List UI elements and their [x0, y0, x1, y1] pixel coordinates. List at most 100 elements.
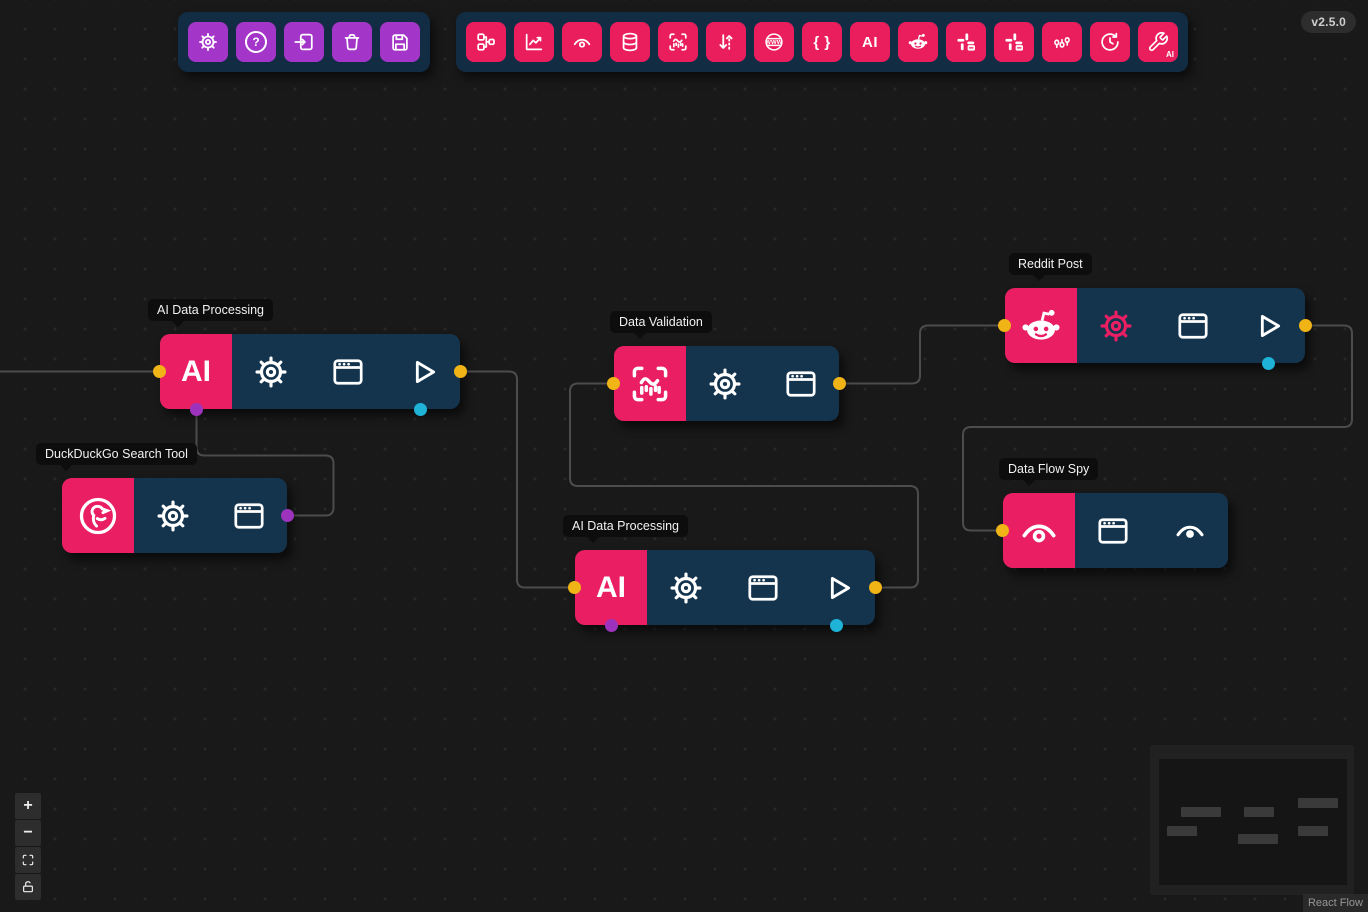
add-toggles-node-button[interactable] — [1042, 22, 1082, 62]
output-handle[interactable] — [1299, 319, 1312, 332]
add-ai-node-button[interactable]: AI — [850, 22, 890, 62]
add-validation-node-button[interactable] — [658, 22, 698, 62]
line-chart-icon — [523, 31, 545, 53]
help-button[interactable]: ? — [236, 22, 276, 62]
import-button[interactable] — [284, 22, 324, 62]
node-body — [134, 478, 287, 553]
node-body — [1077, 288, 1305, 363]
node-label: AI Data Processing — [148, 299, 273, 327]
window-icon[interactable] — [1175, 308, 1211, 344]
node-palette-toolbar: www { } AI AI — [456, 12, 1188, 72]
fit-view-icon — [21, 853, 35, 867]
gear-icon[interactable] — [706, 365, 744, 403]
play-icon[interactable] — [406, 355, 440, 389]
lock-button[interactable] — [15, 874, 41, 900]
input-handle[interactable] — [568, 581, 581, 594]
add-ai-tools-node-button[interactable]: AI — [1138, 22, 1178, 62]
node-reddit-post[interactable]: Reddit Post — [998, 253, 1312, 370]
slack-post-icon — [1003, 31, 1025, 53]
play-icon[interactable] — [1251, 309, 1285, 343]
tool-handle[interactable] — [605, 619, 618, 632]
output-handle[interactable] — [833, 377, 846, 390]
settings-button[interactable] — [188, 22, 228, 62]
node-head — [1003, 493, 1075, 568]
tool-handle[interactable] — [190, 403, 203, 416]
node-head: AI — [160, 334, 232, 409]
output-handle[interactable] — [869, 581, 882, 594]
minimap-node — [1181, 807, 1221, 817]
spy-handle[interactable] — [414, 403, 427, 416]
window-icon[interactable] — [745, 570, 781, 606]
node-label: Data Validation — [610, 311, 712, 339]
input-handle[interactable] — [998, 319, 1011, 332]
reddit-icon — [1019, 304, 1063, 348]
add-chart-node-button[interactable] — [514, 22, 554, 62]
fit-view-button[interactable] — [15, 847, 41, 873]
duckduckgo-icon — [76, 494, 120, 538]
zoom-in-button[interactable]: + — [15, 793, 41, 819]
eye-dot-icon[interactable] — [1172, 513, 1208, 549]
app-toolbar: ? — [178, 12, 430, 72]
save-export-button[interactable] — [380, 22, 420, 62]
node-data-flow-spy[interactable]: Data Flow Spy — [996, 458, 1228, 568]
node-head — [62, 478, 134, 553]
node-data-validation[interactable]: Data Validation — [607, 311, 846, 421]
edge-ai1-to-ai2[interactable] — [460, 370, 574, 589]
input-handle[interactable] — [607, 377, 620, 390]
play-icon[interactable] — [821, 571, 855, 605]
zoom-out-button[interactable]: − — [15, 820, 41, 846]
gear-icon[interactable] — [154, 497, 192, 535]
database-icon — [619, 31, 641, 53]
add-schedule-node-button[interactable] — [1090, 22, 1130, 62]
canvas-controls: + − — [15, 793, 41, 900]
input-handle[interactable] — [996, 524, 1009, 537]
window-icon[interactable] — [231, 498, 267, 534]
add-slack-node-button-2[interactable] — [994, 22, 1034, 62]
window-icon[interactable] — [1095, 513, 1131, 549]
react-flow-attribution[interactable]: React Flow — [1302, 894, 1368, 912]
node-label: Reddit Post — [1009, 253, 1092, 281]
node-duckduckgo-search-tool[interactable]: DuckDuckGo Search Tool — [36, 443, 294, 553]
gear-icon[interactable] — [667, 569, 705, 607]
node-head: AI — [575, 550, 647, 625]
add-slack-node-button[interactable] — [946, 22, 986, 62]
edge-datavalidation-to-reddit[interactable] — [839, 324, 1004, 385]
sort-arrows-icon — [715, 31, 737, 53]
input-handle[interactable] — [153, 365, 166, 378]
spy-eye-icon — [571, 31, 593, 53]
tool-output-handle[interactable] — [281, 509, 294, 522]
output-handle[interactable] — [454, 365, 467, 378]
window-icon[interactable] — [330, 354, 366, 390]
minimap-node — [1298, 826, 1328, 836]
node-body — [1075, 493, 1228, 568]
add-sort-node-button[interactable] — [706, 22, 746, 62]
minimap-viewport — [1159, 759, 1347, 885]
lock-open-icon — [21, 880, 35, 894]
minimap-node — [1298, 798, 1338, 808]
minimap[interactable] — [1150, 745, 1354, 895]
clear-canvas-button[interactable] — [332, 22, 372, 62]
spy-handle[interactable] — [830, 619, 843, 632]
node-head — [1005, 288, 1077, 363]
node-ai-data-processing-top[interactable]: AI Data Processing AI — [148, 299, 467, 416]
node-ai-data-processing-bottom[interactable]: AI Data Processing AI — [563, 515, 882, 632]
ai-badge: AI — [181, 354, 211, 388]
scan-barcode-icon — [667, 31, 689, 53]
gear-icon[interactable] — [1097, 307, 1135, 345]
window-icon[interactable] — [783, 366, 819, 402]
add-spy-node-button[interactable] — [562, 22, 602, 62]
save-export-icon — [389, 31, 411, 53]
gear-icon[interactable] — [252, 353, 290, 391]
slack-post-icon — [955, 31, 977, 53]
add-workflow-node-button[interactable] — [466, 22, 506, 62]
help-icon: ? — [245, 31, 267, 53]
plus-icon: + — [23, 797, 33, 814]
spy-handle[interactable] — [1262, 357, 1275, 370]
add-database-node-button[interactable] — [610, 22, 650, 62]
add-web-node-button[interactable]: www — [754, 22, 794, 62]
toggles-icon — [1051, 31, 1073, 53]
add-reddit-node-button[interactable] — [898, 22, 938, 62]
braces-icon: { } — [813, 33, 831, 51]
add-json-node-button[interactable]: { } — [802, 22, 842, 62]
